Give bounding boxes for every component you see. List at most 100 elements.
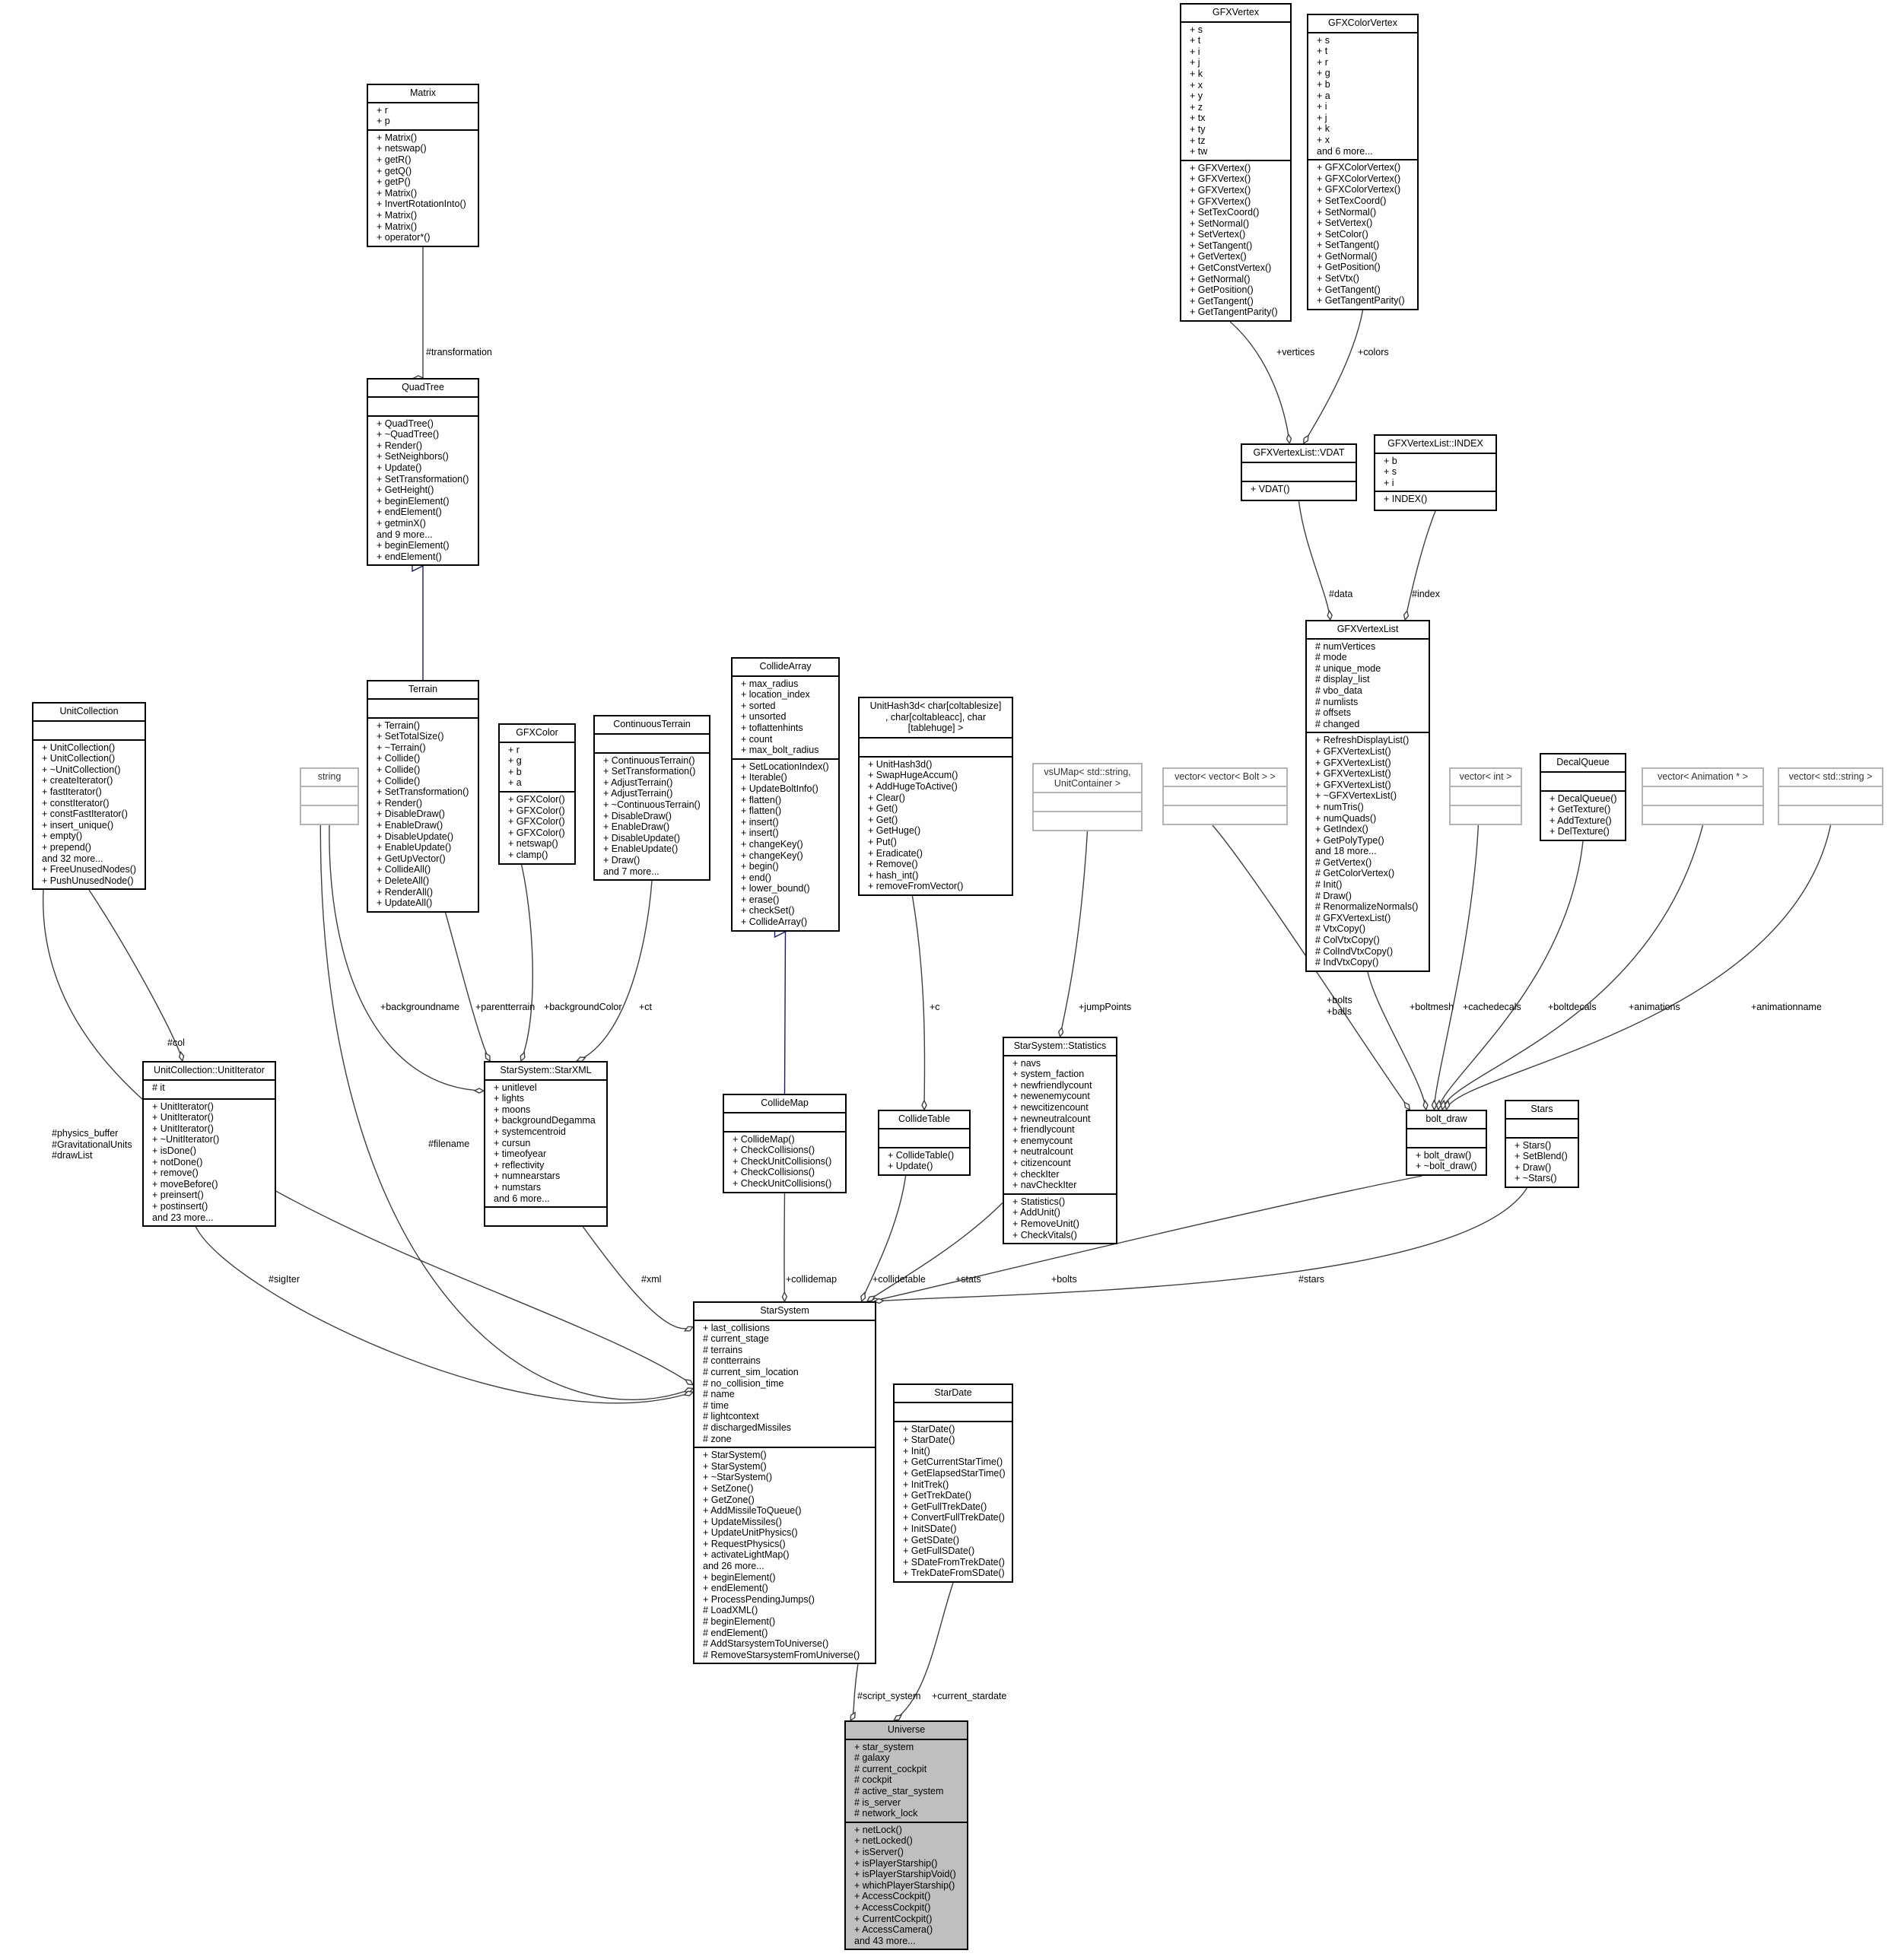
class-box-quadtree[interactable]: QuadTree + QuadTree()+ ~QuadTree()+ Rende…: [367, 378, 479, 567]
operations-section: [1779, 804, 1882, 824]
class-box-vecvecbolt[interactable]: vector< vector< Bolt > >: [1162, 767, 1288, 825]
operation: + CheckUnitCollisions(): [733, 1177, 832, 1189]
class-box-gfxvertex[interactable]: GFXVertex+ s+ t+ i+ j+ k+ x+ y+ z+ tx+ t…: [1180, 3, 1292, 322]
operation: + Get(): [868, 814, 898, 825]
edge-label-physics: #physics_buffer #GravitationalUnits #dra…: [52, 1128, 132, 1161]
operation: + Matrix(): [377, 187, 418, 199]
class-box-vecint[interactable]: vector< int >: [1449, 767, 1522, 825]
aggregation-diamond: [892, 1714, 903, 1721]
class-box-vsumap[interactable]: vsUMap< std::string, UnitContainer >: [1032, 763, 1143, 832]
attribute: + reflectivity: [494, 1159, 545, 1171]
attributes-section: + r+ g+ b+ a: [500, 741, 574, 791]
attribute: # zone: [703, 1433, 732, 1444]
aggregation-diamond: [1327, 609, 1333, 621]
operation: + GetSDate(): [903, 1534, 959, 1545]
class-box-unithash3d[interactable]: UnitHash3d< char[coltablesize] , char[co…: [858, 697, 1013, 896]
class-box-string[interactable]: string: [300, 767, 359, 825]
edge-backgroundname: [329, 824, 485, 1094]
class-box-continuousterrain[interactable]: ContinuousTerrain+ ContinuousTerrain()+ …: [593, 715, 710, 882]
attribute: + r: [1317, 56, 1328, 68]
operation: + SetColor(): [1317, 228, 1368, 240]
edge-bolts: [869, 1175, 1422, 1304]
attributes-section: [595, 732, 709, 752]
operation: # Init(): [1315, 879, 1343, 891]
class-box-universe[interactable]: Universe+ star_system# galaxy# current_c…: [844, 1720, 968, 1951]
operations-section: + INDEX(): [1375, 491, 1495, 510]
aggregation-diamond: [1444, 1099, 1451, 1111]
class-name: GFXColorVertex: [1327, 17, 1397, 28]
operation: + AdjustTerrain(): [603, 777, 673, 788]
class-box-unitcollection[interactable]: UnitCollection+ UnitCollection()+ UnitCo…: [32, 702, 146, 891]
class-box-starxml[interactable]: StarSystem::StarXML+ unitlevel+ lights+ …: [484, 1061, 608, 1228]
attribute: + y: [1190, 91, 1203, 102]
class-box-index[interactable]: GFXVertexList::INDEX+ b+ s+ i+ INDEX(): [1374, 434, 1497, 512]
attribute: # unique_mode: [1315, 662, 1381, 674]
class-box-statistics[interactable]: StarSystem::Statistics+ navs+ system_fac…: [1003, 1037, 1117, 1245]
operation: + GetTangentParity(): [1190, 307, 1278, 318]
class-name: CollideTable: [898, 1113, 951, 1124]
operations-section: + QuadTree()+ ~QuadTree()+ Render()+ Set…: [368, 415, 478, 565]
operation: + constIterator(): [42, 797, 110, 808]
attribute: + g: [1317, 68, 1330, 79]
operation: + DisableDraw(): [377, 808, 445, 820]
attribute: + p: [377, 116, 390, 127]
attribute: and 6 more...: [1317, 145, 1373, 157]
operation: + notDone(): [152, 1156, 203, 1167]
operation: # beginElement(): [703, 1616, 776, 1628]
class-box-terrain[interactable]: Terrain+ Terrain()+ SetTotalSize()+ ~Ter…: [367, 680, 479, 913]
class-name: CollideArray: [759, 661, 812, 672]
class-name: QuadTree: [402, 382, 444, 392]
attributes-section: [724, 1111, 845, 1131]
attribute: + unitlevel: [494, 1082, 537, 1093]
class-box-vdat[interactable]: GFXVertexList::VDAT+ VDAT(): [1241, 443, 1357, 501]
attribute: + last_collisions: [703, 1322, 770, 1333]
operation: and 9 more...: [377, 529, 433, 540]
class-box-vecanim[interactable]: vector< Animation * >: [1642, 767, 1764, 825]
attribute: + navCheckIter: [1012, 1180, 1077, 1191]
attribute: # lightcontext: [703, 1411, 759, 1422]
class-box-decalqueue[interactable]: DecalQueue+ DecalQueue()+ GetTexture()+ …: [1540, 753, 1626, 841]
class-box-bolt_draw[interactable]: bolt_draw+ bolt_draw()+ ~bolt_draw(): [1406, 1110, 1487, 1176]
operation: + remove(): [152, 1167, 199, 1179]
class-box-stardate[interactable]: StarDate+ StarDate()+ StarDate()+ Init()…: [893, 1383, 1013, 1583]
operations-section: [1034, 811, 1141, 830]
class-box-unititerator[interactable]: UnitCollection::UnitIterator# it+ UnitIt…: [142, 1061, 276, 1228]
class-box-collidearray[interactable]: CollideArray+ max_radius+ location_index…: [731, 657, 840, 932]
attributes-section: [1451, 785, 1521, 805]
operation: + endElement(): [377, 507, 442, 518]
operation: + SetTransformation(): [603, 766, 696, 777]
attribute: + enemycount: [1012, 1135, 1073, 1146]
operation: + checkSet(): [741, 905, 795, 916]
edge-transformation: [412, 247, 424, 381]
operation: + StarDate(): [903, 1434, 955, 1446]
aggregation-diamond: [1057, 1026, 1064, 1038]
class-box-stars[interactable]: Stars+ Stars()+ SetBlend()+ Draw()+ ~Sta…: [1505, 1100, 1579, 1188]
attribute: # network_lock: [854, 1808, 918, 1819]
edge-label-ct: +ct: [639, 1002, 653, 1012]
operation: + bolt_draw(): [1416, 1149, 1472, 1161]
operation: + Put(): [868, 836, 897, 847]
operation: + GetTangentParity(): [1317, 295, 1405, 307]
class-box-collidetable[interactable]: CollideTable+ CollideTable()+ Update(): [878, 1110, 971, 1176]
attribute: + newcitizencount: [1012, 1101, 1089, 1113]
operations-section: + RefreshDisplayList()+ GFXVertexList()+…: [1307, 732, 1429, 970]
operation: + DecalQueue(): [1549, 793, 1617, 804]
class-box-gfxcolor[interactable]: GFXColor+ r+ g+ b+ a+ GFXColor()+ GFXCol…: [498, 723, 576, 865]
attribute: # name: [703, 1389, 735, 1400]
operation: # VtxCopy(): [1315, 923, 1365, 935]
edge-label-backgroundcolor: +backgroundColor: [544, 1002, 622, 1012]
operation: + SetTexCoord(): [1317, 195, 1387, 206]
operation: + ~Terrain(): [377, 742, 426, 753]
operation: + Draw(): [603, 854, 640, 866]
class-box-vecstr[interactable]: vector< std::string >: [1778, 767, 1883, 825]
attributes-section: [1779, 785, 1882, 805]
class-box-starsystem[interactable]: StarSystem+ last_collisions# current_sta…: [693, 1301, 876, 1665]
operation: + ~GFXVertexList(): [1315, 790, 1397, 802]
class-box-collidemap[interactable]: CollideMap+ CollideMap()+ CheckCollision…: [723, 1094, 847, 1193]
operation: + GetFullTrekDate(): [903, 1501, 987, 1512]
class-box-gfxcolorvertex[interactable]: GFXColorVertex + s+ t+ r+ g+ b+ a+ i+ j+ …: [1307, 14, 1419, 310]
operation: + Update(): [888, 1161, 933, 1172]
class-box-gfxvertexlist[interactable]: GFXVertexList# numVertices# mode# unique…: [1305, 620, 1430, 972]
class-box-matrix[interactable]: Matrix+ r+ p+ Matrix()+ netswap()+ getR(…: [367, 84, 479, 247]
